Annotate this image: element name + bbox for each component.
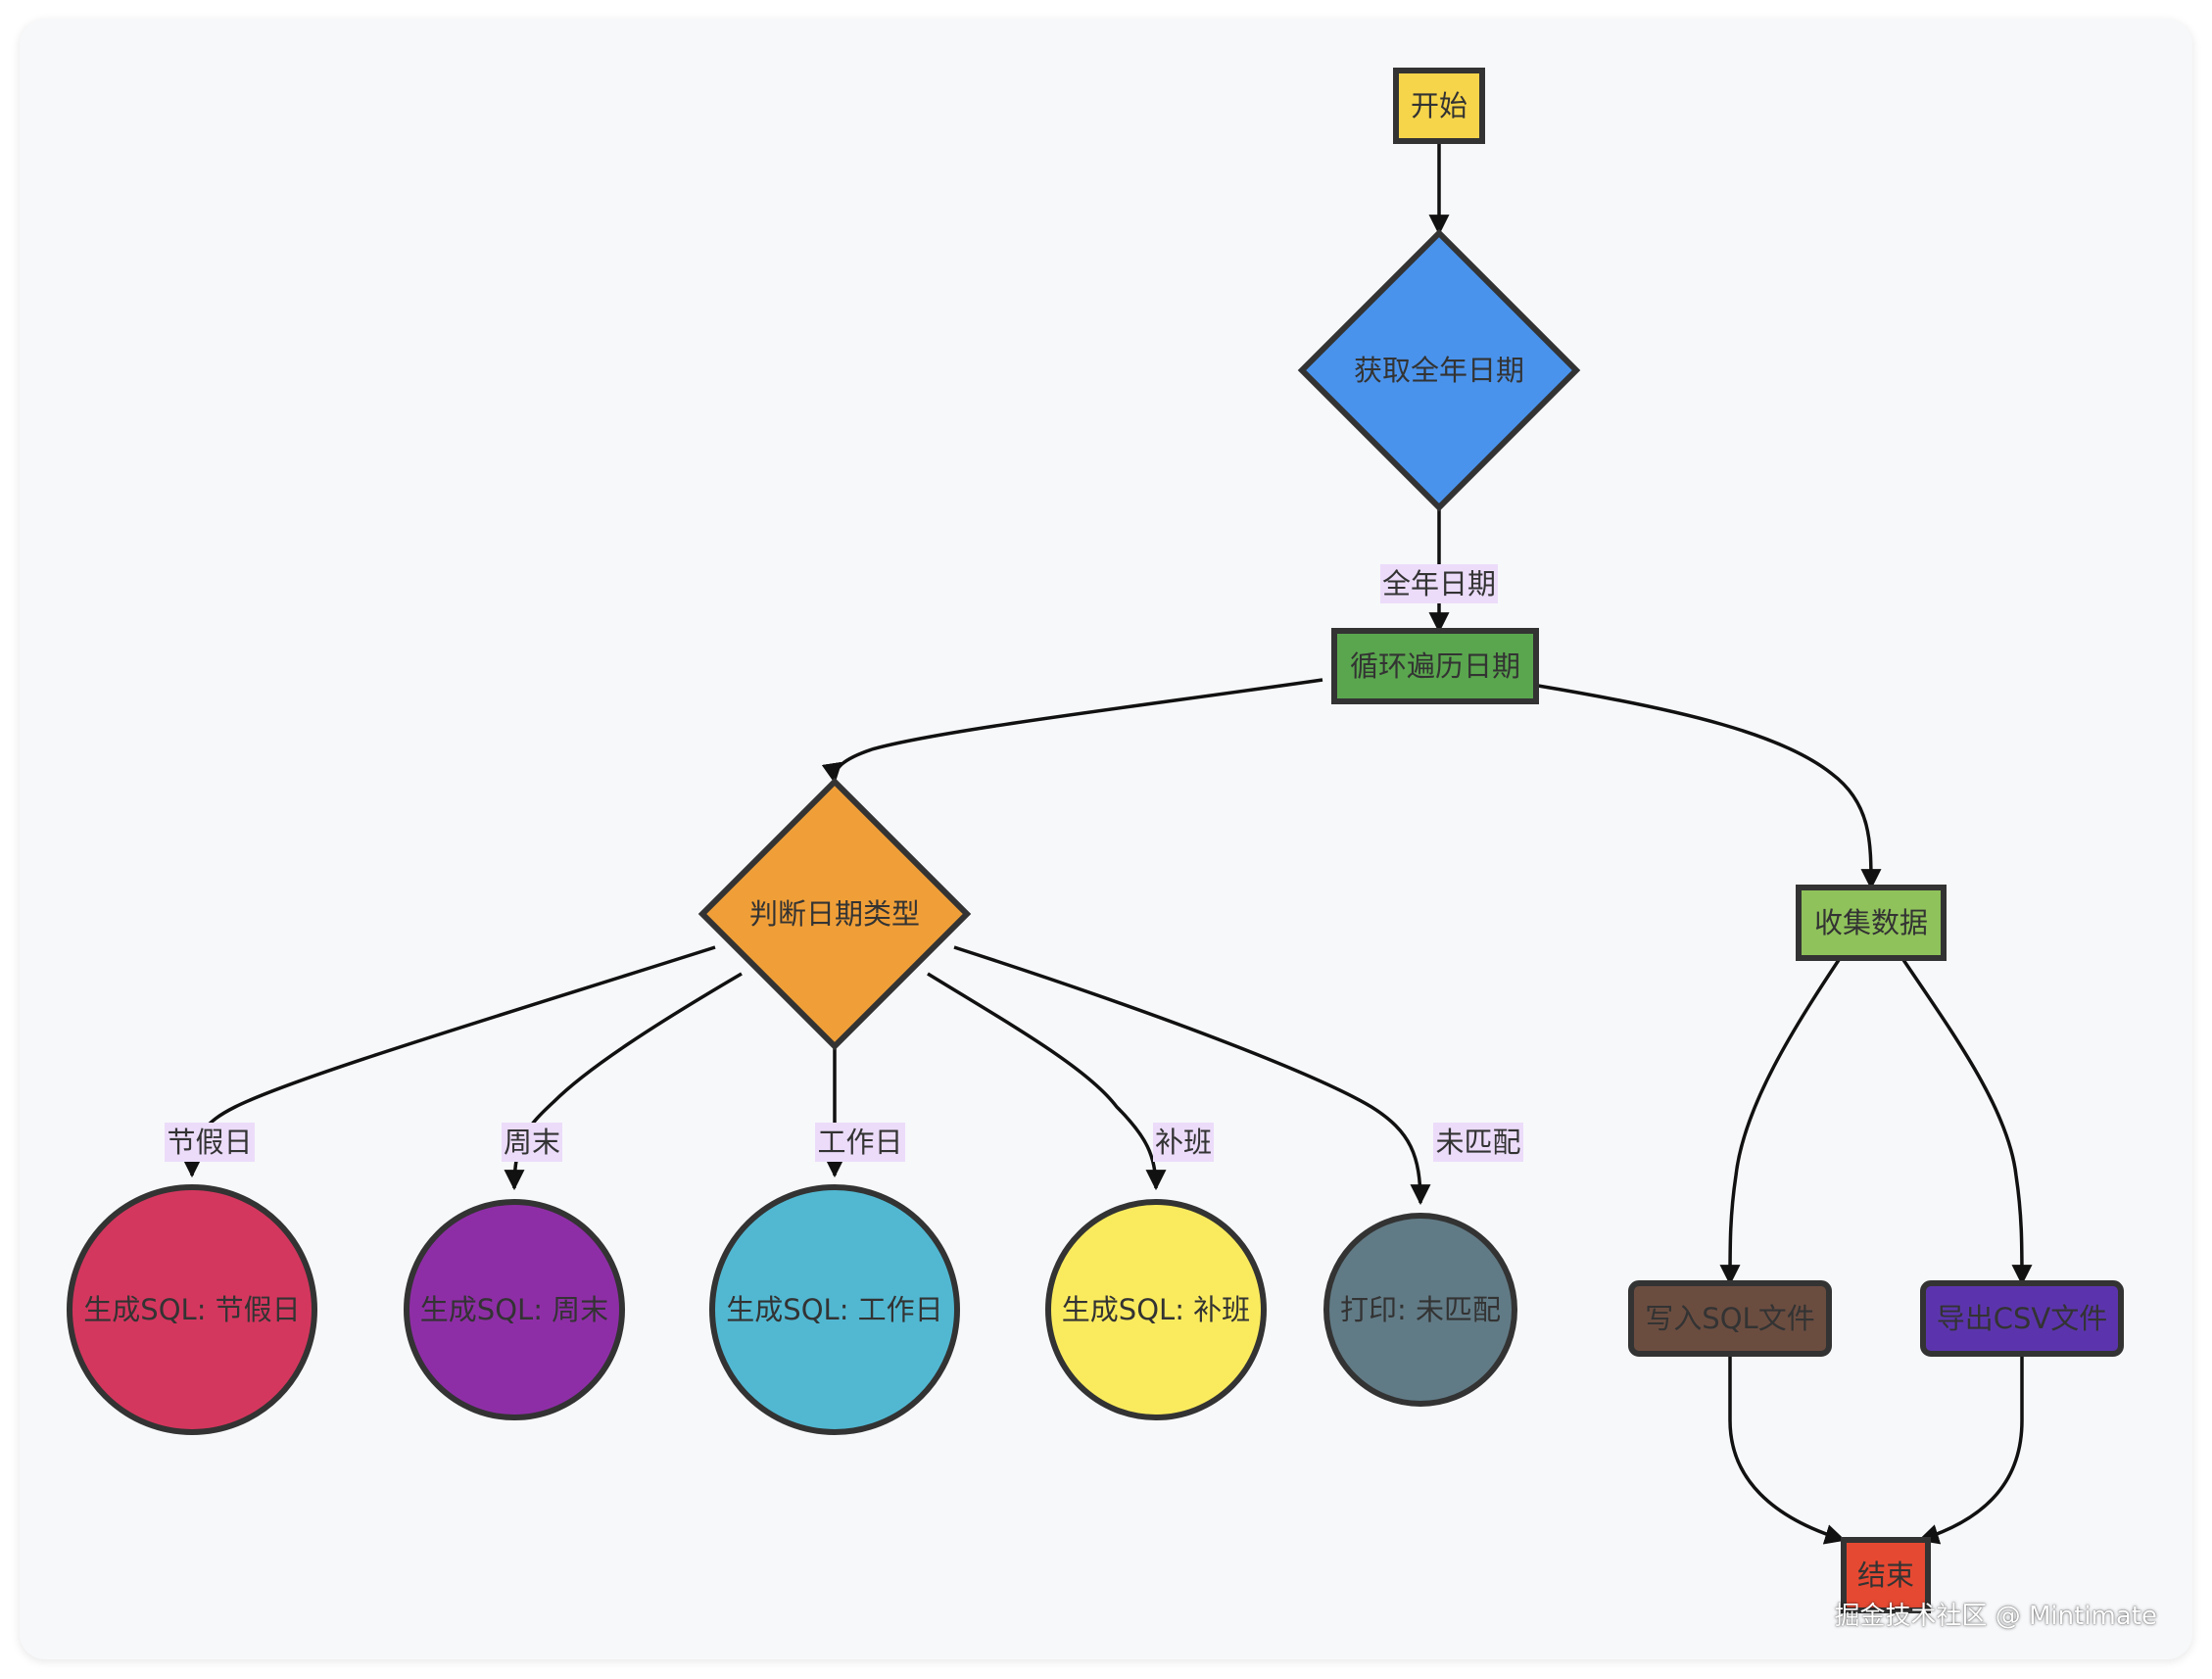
svg-text:未匹配: 未匹配 [1435,1126,1520,1159]
diagram-canvas: 全年日期 节假日 周末 工作日 补班 未匹配 [20,20,2192,1659]
edge-judge-holiday [181,945,716,1178]
node-loop-dates-shape [1331,628,1539,704]
svg-text:循环遍历日期: 循环遍历日期 [1350,649,1520,683]
svg-text:生成SQL: 工作日: 生成SQL: 工作日 [726,1293,942,1326]
svg-text:写入SQL文件: 写入SQL文件 [1645,1302,1814,1335]
node-export-csv[interactable]: 导出CSV文件 [1920,1280,2124,1357]
svg-text:补班: 补班 [1155,1126,1212,1159]
edge-label-workday: 工作日 [815,1123,905,1162]
svg-text:生成SQL: 节假日: 生成SQL: 节假日 [83,1293,300,1326]
edges [181,141,2033,1545]
svg-text:节假日: 节假日 [167,1126,252,1159]
svg-text:生成SQL: 补班: 生成SQL: 补班 [1062,1293,1250,1326]
svg-text:全年日期: 全年日期 [1382,567,1496,600]
edge-export-end [1917,1356,2024,1545]
svg-text:导出CSV文件: 导出CSV文件 [1937,1302,2108,1335]
edge-loop-collect [1537,684,1882,890]
node-get-dates[interactable]: 获取全年日期 [1297,228,1581,512]
node-export-csv-shape [1920,1280,2124,1357]
node-sql-weekend-shape [404,1199,625,1420]
edge-judge-nomatch [953,945,1431,1206]
edge-collect-write [1719,947,1849,1286]
node-collect-shape [1796,885,1947,961]
edge-labels: 全年日期 节假日 周末 工作日 补班 未匹配 [165,564,1523,1162]
edge-label-all-dates: 全年日期 [1380,564,1498,603]
svg-text:打印: 未匹配: 打印: 未匹配 [1340,1293,1501,1326]
edge-label-nomatch: 未匹配 [1433,1123,1523,1162]
edge-label-holiday: 节假日 [165,1123,255,1162]
node-print-nomatch-shape [1323,1213,1517,1407]
svg-text:生成SQL: 周末: 生成SQL: 周末 [420,1293,608,1326]
node-collect[interactable]: 收集数据 [1796,885,1947,961]
node-start-shape [1393,68,1485,144]
node-sql-holiday-shape [67,1184,317,1435]
svg-text:开始: 开始 [1411,89,1467,122]
node-judge-type-shape [697,777,972,1051]
node-start[interactable]: 开始 [1393,68,1485,144]
flowchart: 全年日期 节假日 周末 工作日 补班 未匹配 [67,68,2124,1613]
node-get-dates-shape [1297,228,1581,512]
node-sql-workday[interactable]: 生成SQL: 工作日 [709,1184,960,1435]
edge-label-weekend: 周末 [502,1123,562,1162]
node-sql-makeup-shape [1045,1199,1267,1420]
svg-text:工作日: 工作日 [817,1126,902,1159]
edge-judge-makeup [927,972,1167,1191]
svg-text:收集数据: 收集数据 [1814,906,1928,939]
node-write-sql-shape [1628,1280,1832,1357]
node-end[interactable]: 结束 [1841,1537,1931,1613]
node-loop-dates[interactable]: 循环遍历日期 [1331,628,1539,704]
node-sql-weekend[interactable]: 生成SQL: 周末 [404,1199,625,1420]
node-judge-type[interactable]: 判断日期类型 [697,777,972,1051]
node-write-sql[interactable]: 写入SQL文件 [1628,1280,1832,1357]
watermark: 掘金技术社区 @ Mintimate [1834,1602,2157,1631]
node-sql-workday-shape [709,1184,960,1435]
edge-loop-judge [821,678,1323,785]
edge-write-end [1728,1356,1847,1545]
node-print-nomatch[interactable]: 打印: 未匹配 [1323,1213,1517,1407]
svg-text:结束: 结束 [1857,1559,1914,1592]
svg-text:获取全年日期: 获取全年日期 [1354,354,1524,387]
node-sql-makeup[interactable]: 生成SQL: 补班 [1045,1199,1267,1420]
edge-collect-export [1894,947,2033,1286]
svg-text:判断日期类型: 判断日期类型 [749,897,920,931]
edge-label-makeup: 补班 [1153,1123,1214,1162]
node-end-shape [1841,1537,1931,1613]
svg-text:周末: 周末 [504,1126,560,1159]
node-sql-holiday[interactable]: 生成SQL: 节假日 [67,1184,317,1435]
